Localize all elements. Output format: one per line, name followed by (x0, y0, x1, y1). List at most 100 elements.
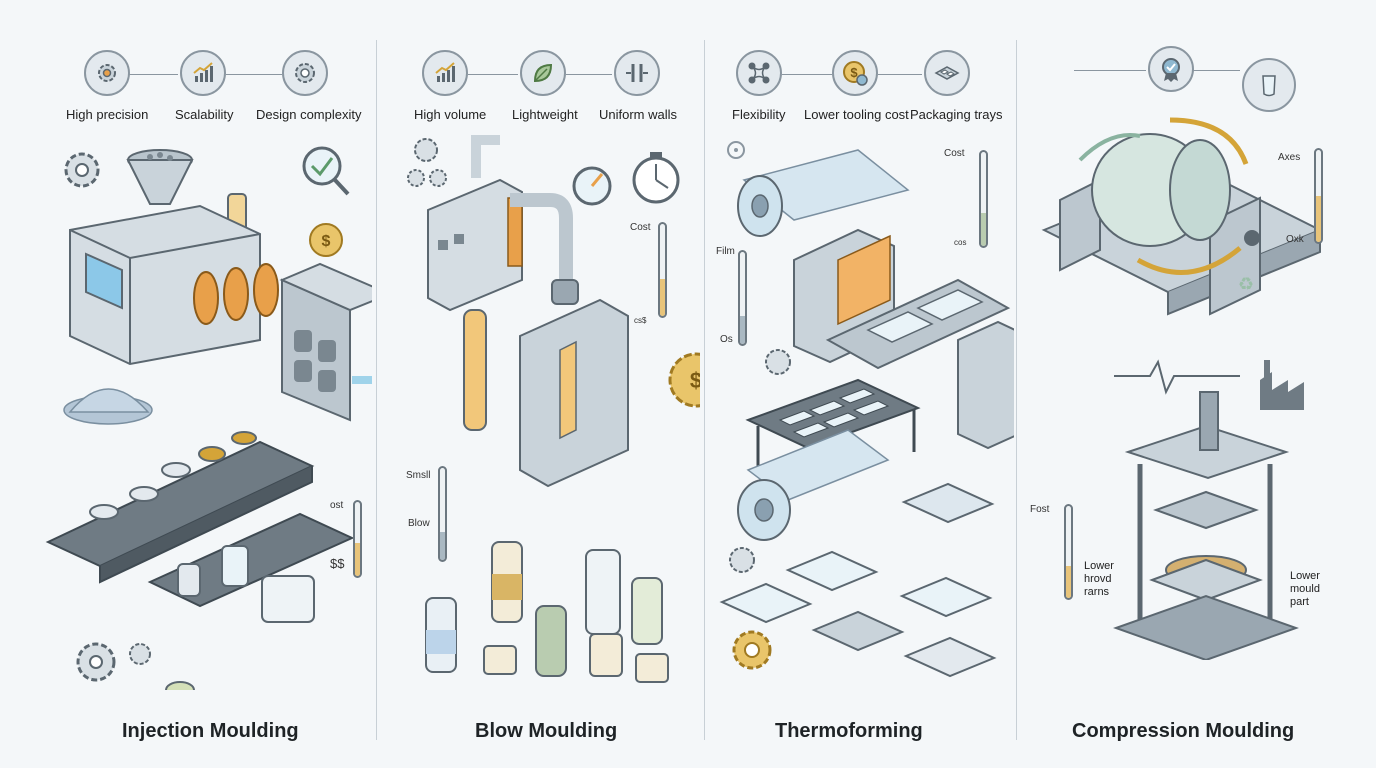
coin-icon: $ (309, 223, 343, 257)
panel-title: Blow Moulding (475, 720, 618, 742)
cost-gauge (979, 150, 988, 248)
gauge-sublabel: Os (720, 334, 733, 345)
panel-divider (1016, 40, 1017, 740)
gauge-label: Smsll (406, 470, 431, 481)
recycle-icon: ♻ (1238, 274, 1254, 295)
thermoforming-illustration (719, 141, 1014, 678)
badge-label: Lightweight (512, 107, 578, 122)
scalability-badge (180, 50, 226, 96)
film-gauge-fill (740, 316, 745, 344)
gauge-sublabel: Oxk (1286, 234, 1304, 245)
blow-moulding-illustration: $ (407, 135, 700, 683)
panel-blow-moulding: High volume Lightweight Uniform walls (380, 0, 700, 768)
cost-gauge (658, 222, 667, 318)
volume-gauge-fill (440, 532, 445, 560)
growth-chart-icon (435, 62, 455, 82)
target-icon (727, 141, 745, 159)
packaging-trays-badge (924, 50, 970, 96)
tray-icon (934, 66, 960, 80)
svg-text:$: $ (850, 65, 858, 80)
cost-gauge (353, 500, 362, 578)
network-icon (748, 62, 770, 84)
lower-moulding-note: Lower hrovd rarns (1084, 560, 1114, 598)
badge-connector (566, 74, 612, 75)
gear-icon (295, 63, 315, 83)
svg-text:$: $ (322, 233, 331, 250)
gauge-label: Film (716, 246, 735, 257)
gauge-label: Cost (630, 222, 651, 233)
axes-gauge-fill (1316, 196, 1321, 242)
axes-gauge (1314, 148, 1323, 244)
gauge-sublabel: cs$ (634, 316, 647, 325)
gear-icon (98, 64, 116, 82)
coin-gear-icon: $ (668, 352, 700, 408)
badge-connector (128, 74, 178, 75)
badge-label: Scalability (175, 107, 234, 122)
film-gauge (738, 250, 747, 346)
panel-title: Injection Moulding (122, 720, 299, 742)
lower-mould-part-note: Lower mould part (1290, 570, 1320, 608)
magnifier-check-icon (302, 146, 350, 196)
badge-connector (782, 74, 832, 75)
panel-title: Compression Moulding (1072, 720, 1295, 742)
gauge-label: ost (330, 500, 344, 511)
lower-tooling-cost-badge: $ (832, 50, 878, 96)
speed-gauge-icon (572, 166, 612, 206)
injection-moulding-illustration: $ (45, 146, 372, 690)
gauge-sublabel: $$ (330, 556, 345, 571)
walls-icon (626, 64, 648, 82)
flexibility-badge (736, 50, 782, 96)
panel-divider (704, 40, 705, 740)
badge-connector (1192, 70, 1240, 71)
badge-check-icon (1162, 58, 1180, 82)
coin-icon: $ (843, 61, 868, 86)
material-badge (1242, 58, 1296, 112)
badge-label: High precision (66, 107, 149, 122)
fost-gauge-fill (1066, 565, 1071, 598)
gear-icon (76, 642, 151, 682)
uniform-walls-badge (614, 50, 660, 96)
badge-label: Packaging trays (910, 107, 1003, 122)
badge-connector (468, 74, 518, 75)
badge-label: High volume (414, 107, 487, 122)
design-complexity-badge (282, 50, 328, 96)
cost-gauge-fill (660, 279, 665, 316)
cost-gauge-fill (355, 542, 360, 576)
panel-thermoforming: $ Flexibility Lower tooling cost Packagi… (708, 0, 1014, 768)
quality-badge (1148, 46, 1194, 92)
gauge-label: Fost (1030, 504, 1050, 515)
gear-icon (64, 152, 100, 188)
gauge-label: Blow (408, 518, 430, 529)
compression-moulding-illustration: ♻ (1041, 117, 1323, 660)
gear-icon (407, 138, 447, 187)
svg-text:♻: ♻ (1238, 274, 1254, 295)
panel-injection-moulding: High precision Scalability Design comple… (0, 0, 372, 768)
badge-connector (226, 74, 282, 75)
gauge-sublabel: cos (954, 238, 967, 247)
high-precision-badge (84, 50, 130, 96)
beaker-icon (1262, 75, 1276, 97)
badge-label: Design complexity (256, 107, 362, 122)
panel-divider (376, 40, 377, 740)
panel-compression-moulding: ♻ Axes Oxk (1020, 0, 1376, 768)
panel-title: Thermoforming (775, 720, 923, 742)
gauge-label: Cost (944, 148, 965, 159)
badge-label: Lower tooling cost (804, 107, 909, 122)
volume-gauge (438, 466, 447, 562)
leaf-icon (533, 63, 553, 83)
badge-label: Uniform walls (599, 107, 678, 122)
svg-text:$: $ (690, 368, 700, 393)
badge-connector (878, 74, 922, 75)
badge-connector (1074, 70, 1146, 71)
gauge-label: Axes (1278, 152, 1301, 163)
gear-icon (729, 349, 791, 670)
growth-chart-icon (193, 62, 213, 82)
lightweight-badge (520, 50, 566, 96)
badge-label: Flexibility (732, 107, 786, 122)
factory-icon (1260, 360, 1304, 410)
high-volume-badge (422, 50, 468, 96)
cost-gauge-fill (981, 213, 986, 246)
stopwatch-icon (632, 152, 680, 204)
fost-gauge (1064, 504, 1073, 600)
